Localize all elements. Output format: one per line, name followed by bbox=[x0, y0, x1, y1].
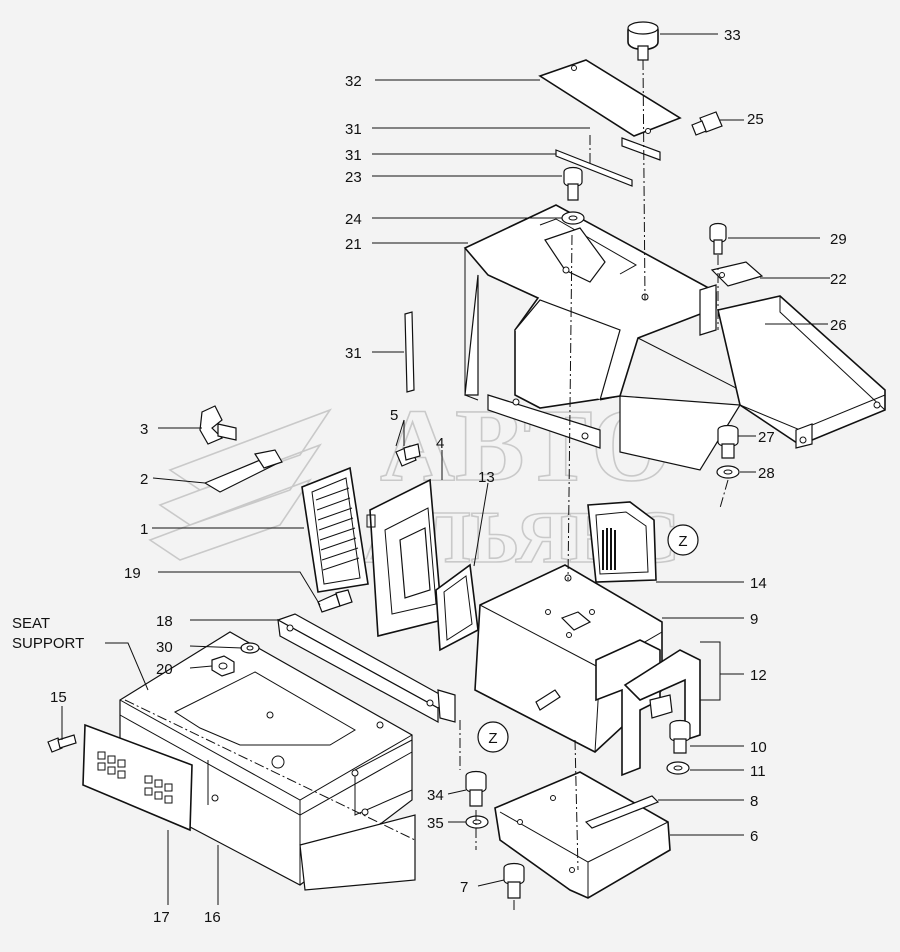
zone-marker-z1: Z bbox=[667, 524, 699, 556]
label-21: 21 bbox=[345, 236, 362, 253]
label-14: 14 bbox=[750, 575, 767, 592]
filter-element-14 bbox=[587, 501, 657, 583]
clip-2 bbox=[203, 449, 283, 493]
seat-support-label-line2: SUPPORT bbox=[12, 635, 84, 652]
bolt-29 bbox=[709, 222, 727, 255]
bolt-5 bbox=[395, 443, 421, 467]
label-6: 6 bbox=[750, 828, 758, 845]
bolt-15 bbox=[47, 734, 77, 753]
washer-35 bbox=[465, 815, 489, 829]
label-3: 3 bbox=[140, 421, 148, 438]
label-2: 2 bbox=[140, 471, 148, 488]
label-12: 12 bbox=[750, 667, 767, 684]
nut-20 bbox=[211, 655, 235, 677]
bolt-25 bbox=[691, 111, 723, 136]
leader-lines bbox=[61, 33, 830, 905]
label-13: 13 bbox=[478, 469, 495, 486]
frame-12 bbox=[595, 639, 701, 777]
label-26: 26 bbox=[830, 317, 847, 334]
label-7: 7 bbox=[460, 879, 468, 896]
label-10: 10 bbox=[750, 739, 767, 756]
seat-support bbox=[119, 631, 416, 891]
bolt-23 bbox=[563, 166, 583, 201]
name-plate bbox=[82, 723, 193, 832]
label-19: 19 bbox=[124, 565, 141, 582]
base-6 bbox=[494, 771, 671, 899]
bracket-18 bbox=[276, 613, 456, 724]
label-25: 25 bbox=[747, 111, 764, 128]
label-22: 22 bbox=[830, 271, 847, 288]
washer-28 bbox=[716, 465, 740, 479]
air-filter-1 bbox=[301, 466, 369, 593]
label-18: 18 bbox=[156, 613, 173, 630]
label-5: 5 bbox=[390, 407, 398, 424]
label-16: 16 bbox=[204, 909, 221, 926]
bolt-10 bbox=[669, 719, 691, 754]
alignment-lines bbox=[459, 59, 729, 910]
label-9: 9 bbox=[750, 611, 758, 628]
label-34: 34 bbox=[427, 787, 444, 804]
label-1: 1 bbox=[140, 521, 148, 538]
label-29: 29 bbox=[830, 231, 847, 248]
gasket-strip-31-left bbox=[404, 311, 415, 393]
label-15: 15 bbox=[50, 689, 67, 706]
bolt-34 bbox=[465, 770, 487, 807]
part-labels: 33 32 31 31 23 24 21 25 29 22 26 31 27 2… bbox=[12, 27, 847, 926]
seat-support-label-line1: SEAT bbox=[12, 615, 50, 632]
cover-plate-32 bbox=[538, 59, 682, 137]
bolt-7 bbox=[503, 862, 525, 899]
label-30: 30 bbox=[156, 639, 173, 656]
strip-8 bbox=[584, 795, 660, 829]
label-31-c: 31 bbox=[345, 345, 362, 362]
gasket-13 bbox=[435, 563, 479, 652]
washer-30 bbox=[240, 642, 260, 654]
housing-21 bbox=[463, 204, 742, 471]
bolt-19 bbox=[317, 589, 353, 613]
label-23: 23 bbox=[345, 169, 362, 186]
label-32: 32 bbox=[345, 73, 362, 90]
label-33: 33 bbox=[724, 27, 741, 44]
label-11: 11 bbox=[750, 763, 766, 780]
washer-24 bbox=[561, 211, 585, 225]
arm-26 bbox=[699, 284, 886, 449]
zone-marker-z2: Z bbox=[477, 721, 509, 753]
label-31-b: 31 bbox=[345, 147, 362, 164]
label-17: 17 bbox=[153, 909, 170, 926]
wing-bolt-3 bbox=[199, 405, 237, 445]
label-28: 28 bbox=[758, 465, 775, 482]
plate-22 bbox=[710, 261, 764, 287]
label-24: 24 bbox=[345, 211, 362, 228]
zone-label-z2: Z bbox=[488, 730, 497, 747]
label-4: 4 bbox=[436, 435, 444, 452]
label-31-a: 31 bbox=[345, 121, 362, 138]
knob-33 bbox=[627, 21, 659, 61]
label-27: 27 bbox=[758, 429, 775, 446]
label-35: 35 bbox=[427, 815, 444, 832]
washer-11 bbox=[666, 761, 690, 775]
watermark-logo bbox=[148, 408, 333, 561]
strip-under-cover bbox=[621, 137, 661, 161]
bolt-27 bbox=[717, 424, 739, 459]
label-8: 8 bbox=[750, 793, 758, 810]
zone-label-z1: Z bbox=[678, 533, 687, 550]
label-20: 20 bbox=[156, 661, 173, 678]
